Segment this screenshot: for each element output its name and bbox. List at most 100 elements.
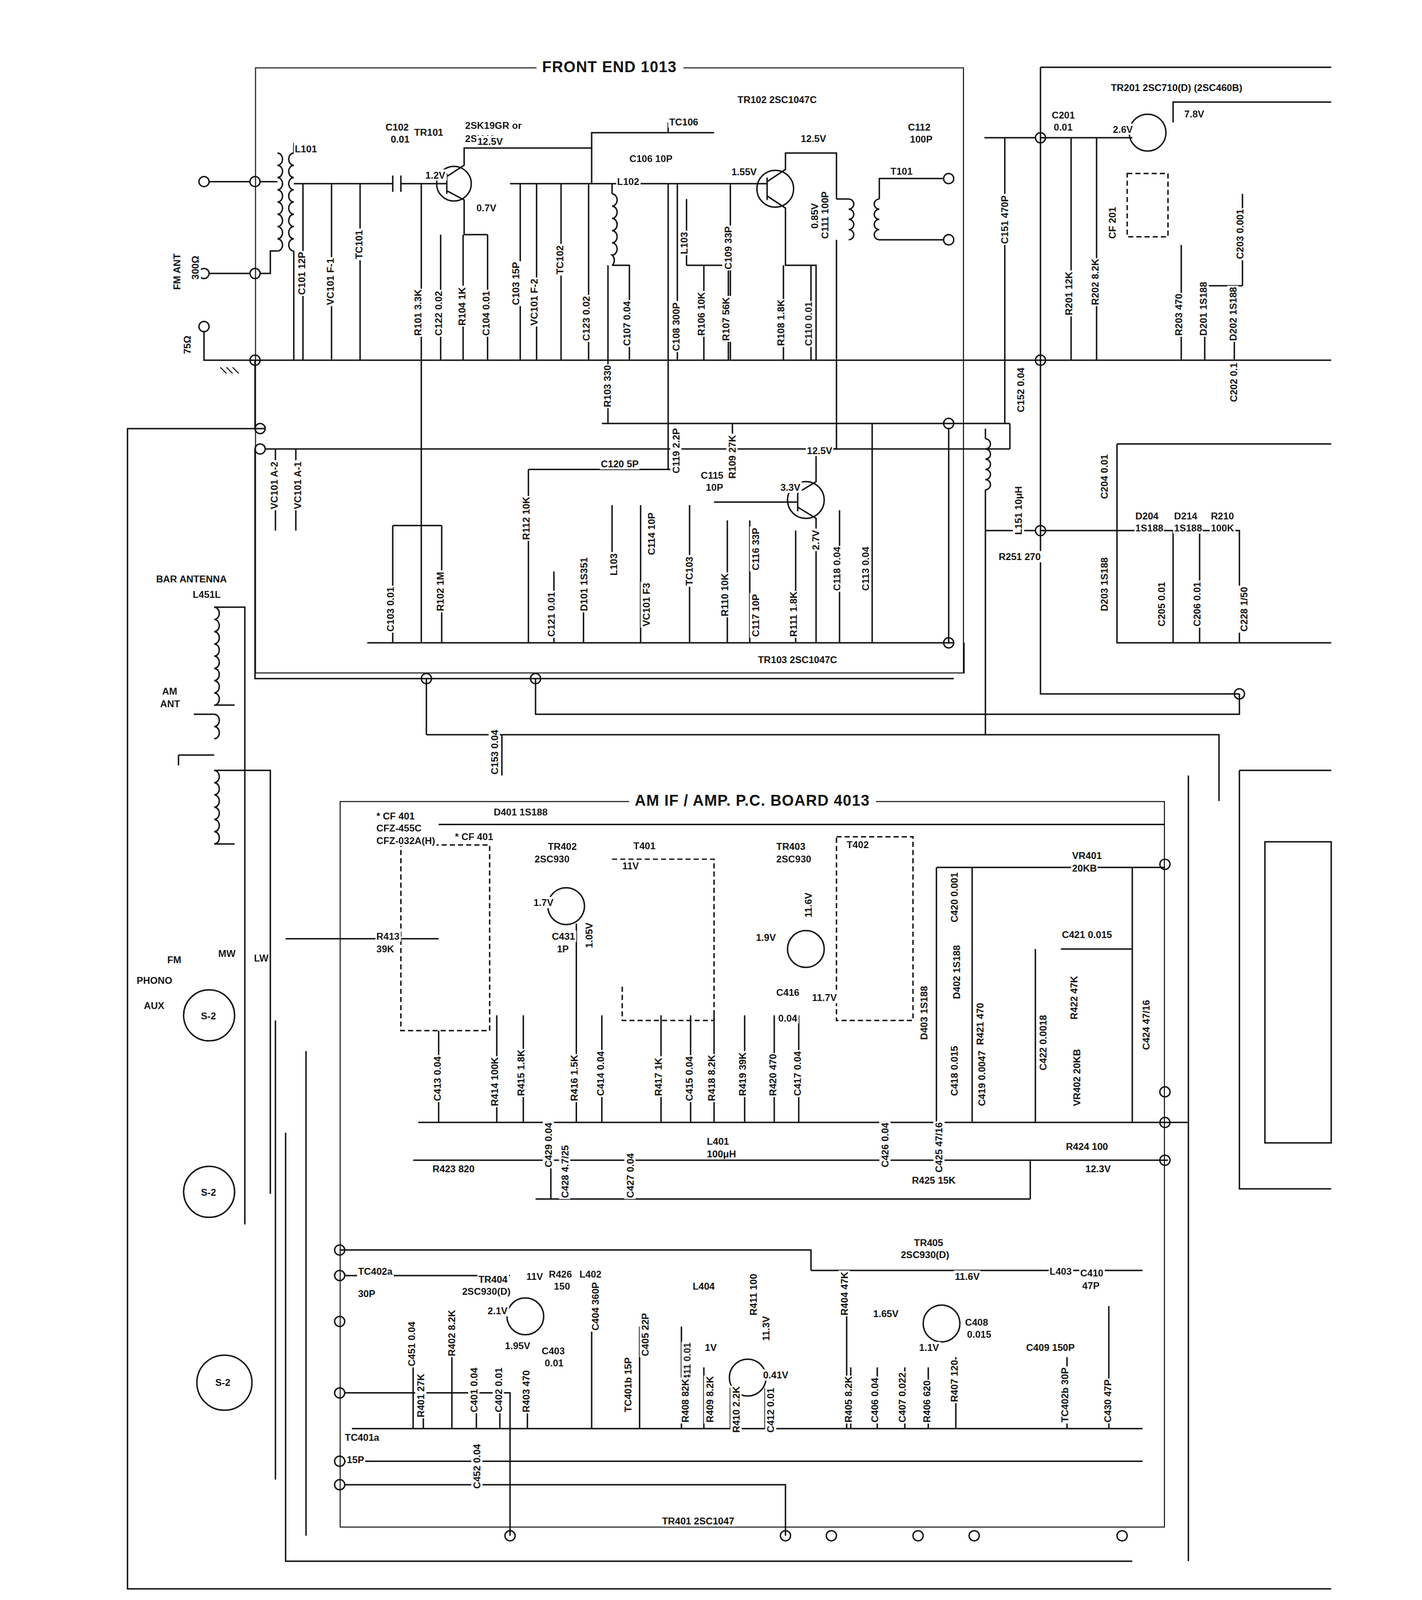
- component-label: 2SC930(D): [460, 1285, 512, 1297]
- component-label: C426 0.04: [879, 1121, 891, 1169]
- component-label: C431: [550, 930, 576, 942]
- component-label: R422 47K: [1068, 974, 1080, 1021]
- component-label: 10P: [704, 481, 725, 493]
- component-label: TR101: [413, 126, 445, 138]
- component-label: C452 0.04: [471, 1442, 483, 1490]
- component-label: 1V: [704, 1341, 718, 1353]
- component-label: C113 0.04: [859, 545, 872, 592]
- component-label: TR405: [913, 1236, 944, 1248]
- component-label: R202 8.2K: [1089, 257, 1101, 307]
- component-label: R109 27K: [726, 433, 738, 480]
- switch: [183, 1166, 235, 1218]
- component-label: R102 1M: [434, 570, 446, 612]
- component-label: C429 0.04: [542, 1121, 555, 1169]
- component-label: 0.01: [389, 133, 412, 145]
- transistor: [787, 930, 825, 967]
- component-label: C117 10P: [749, 593, 762, 638]
- component-label: 7.8V: [1183, 108, 1206, 120]
- component-label: 1.65V: [872, 1307, 900, 1319]
- component-label: L403: [1048, 1265, 1073, 1277]
- component-label: C109 33P: [722, 224, 734, 271]
- component-label: 12.5V: [806, 444, 834, 457]
- component-label: D101 1S351: [578, 555, 590, 612]
- component-label: PHONO: [135, 974, 174, 986]
- component-label: C103 0.01: [384, 585, 397, 633]
- component-label: LW: [253, 952, 270, 964]
- component-label: C201: [1050, 109, 1076, 121]
- component-label: R401 27K: [415, 1372, 427, 1418]
- component-label: L101: [293, 142, 318, 154]
- switch: [183, 989, 235, 1041]
- component-label: TR404: [477, 1273, 509, 1285]
- component-label: D202 1S188: [1227, 285, 1239, 342]
- component-label: R106 10K: [695, 290, 707, 337]
- transistor: [1129, 114, 1167, 152]
- component-label: 47P: [1081, 1279, 1101, 1291]
- component-label: R423 820: [431, 1162, 476, 1175]
- component-label: R414 100K: [488, 1055, 501, 1107]
- component-label: C418 0.015: [948, 1044, 961, 1097]
- component-label: R425 15K: [910, 1174, 957, 1186]
- component-label: S-2: [199, 1009, 217, 1022]
- component-label: R415 1.8K: [515, 1048, 527, 1097]
- component-label: 1.2V: [424, 169, 446, 181]
- component-label: C153 0.04: [488, 728, 501, 776]
- component-label: C115: [699, 469, 725, 481]
- component-label: R416 1.5K: [568, 1053, 580, 1102]
- component-label: 15P: [345, 1453, 366, 1465]
- component-label: L401: [705, 1135, 730, 1147]
- component-label: D401 1S188: [492, 806, 549, 818]
- component-label: 39K: [375, 942, 396, 954]
- component-label: 11.6V: [953, 1269, 981, 1282]
- component-label: 150: [553, 1280, 572, 1292]
- component-label: MW: [217, 947, 237, 959]
- component-label: TC402b 30P: [1059, 1365, 1071, 1424]
- component-label: VC101 A-2: [268, 460, 280, 511]
- component-label: VR401: [1071, 849, 1103, 861]
- component-label: 1.7V: [532, 896, 555, 908]
- component-label: R103 330: [601, 364, 614, 409]
- component-label: 1.95V: [503, 1339, 532, 1352]
- component-label: C204 0.01: [1098, 452, 1111, 500]
- component-label: 1S188: [1172, 522, 1204, 534]
- component-label: R110 10K: [719, 571, 731, 618]
- component-label: C205 0.01: [1155, 580, 1168, 628]
- component-label: TC103: [683, 555, 695, 587]
- component-label: R203 470: [1172, 292, 1185, 337]
- component-label: VC101 A-1: [291, 460, 304, 511]
- component-label: 11V: [525, 1269, 545, 1282]
- component-label: L404: [691, 1280, 716, 1292]
- component-label: R112 10K: [520, 495, 532, 541]
- component-label: TC106: [668, 116, 699, 128]
- component-label: TR402: [546, 840, 578, 852]
- component-label: C122 0.02: [432, 289, 445, 337]
- component-label: C114 10P: [645, 511, 658, 556]
- component-label: D403 1S188: [918, 984, 930, 1041]
- component-label: L402: [578, 1268, 603, 1280]
- component-label: C409 150P: [1025, 1341, 1076, 1353]
- switch: [196, 1354, 252, 1410]
- component-label: R101 3.3K: [412, 288, 424, 338]
- component-label: R410 2.2K: [730, 1384, 742, 1434]
- component-label: TC402a: [357, 1265, 394, 1277]
- component-label: D402 1S188: [950, 943, 963, 1001]
- component-label: 100P: [909, 133, 934, 145]
- component-label: D203 1S188: [1098, 555, 1111, 612]
- component-label: R402 8.2K: [445, 1308, 458, 1357]
- component-label: R426: [547, 1268, 574, 1280]
- component-label: C104 0.01: [480, 289, 492, 337]
- component-label: R201 12K: [1063, 270, 1075, 317]
- component-label: C116 33P: [749, 526, 762, 572]
- component-label: 1.9V: [755, 931, 777, 943]
- component-label: C420 0.001: [948, 871, 961, 924]
- component-label: C413 0.04: [431, 1055, 444, 1102]
- component-label: C405 22P: [639, 1311, 651, 1357]
- component-label: CFZ-032A(H): [375, 834, 437, 847]
- component-label: L103: [678, 230, 690, 255]
- component-label: C203 0.001: [1234, 207, 1246, 260]
- component-label: R210: [1209, 510, 1235, 522]
- component-label: TR201 2SC710(D) (2SC460B): [1110, 81, 1244, 94]
- component-label: 2SC930: [775, 852, 813, 865]
- component-label: L102: [615, 175, 641, 187]
- component-label: 1.55V: [730, 166, 758, 178]
